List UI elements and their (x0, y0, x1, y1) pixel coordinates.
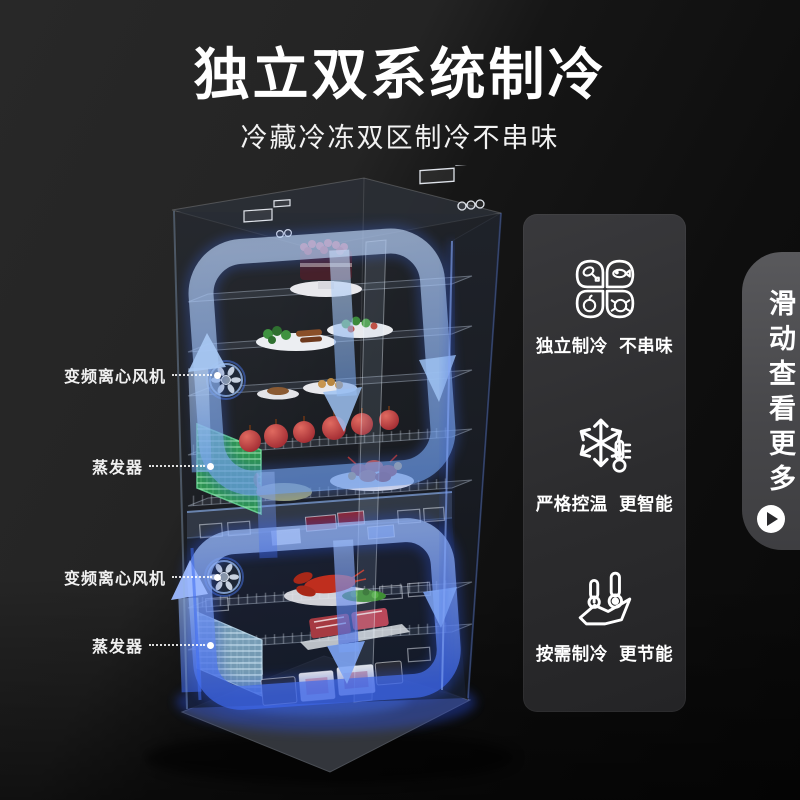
down-arrow-center-freezer (327, 641, 365, 684)
callout-label: 蒸发器 (92, 639, 144, 656)
callout-dot (214, 371, 222, 379)
feature-on-demand: 按需制冷 更节能 (523, 566, 686, 665)
feature-strict-temp: 严格控温 更智能 (523, 416, 686, 515)
slide-more-label: 滑动查看更多 (765, 289, 795, 499)
up-arrow-fridge (188, 333, 226, 372)
callout-evaporator-freezer: 蒸发器 (92, 634, 215, 656)
play-triangle (767, 512, 778, 526)
feature-label: 独立制冷 不串味 (535, 336, 674, 356)
page-subtitle: 冷藏冷冻双区制冷不串味 (240, 123, 560, 153)
cabinet-edges (173, 210, 502, 710)
callout-fan-fridge: 变频离心风机 (64, 364, 222, 386)
feature-label: 严格控温 更智能 (535, 494, 674, 514)
callout-dot (214, 573, 222, 581)
callout-label: 变频离心风机 (64, 369, 167, 386)
callout-dot (207, 462, 215, 470)
callout-leader-line (172, 576, 213, 578)
compressor-unit-right (419, 165, 485, 211)
play-circle-icon[interactable] (757, 505, 785, 533)
slide-more-tab[interactable]: 滑动查看更多 (742, 252, 800, 550)
snowflake-thermometer-icon (579, 418, 631, 473)
callout-fan-freezer: 变频离心风机 (64, 566, 222, 588)
callout-leader-line (172, 374, 213, 376)
callout-leader-line (149, 465, 206, 467)
callout-label: 蒸发器 (92, 460, 144, 477)
down-arrow-right-freezer (423, 587, 457, 628)
fridge-cutaway-illustration (145, 165, 515, 784)
callout-label: 变频离心风机 (64, 571, 167, 588)
fresh-foods-clover-icon (575, 259, 634, 319)
airflow-fridge-loop (184, 224, 460, 500)
callout-evaporator-fridge: 蒸发器 (92, 455, 215, 477)
up-arrow-freezer (171, 560, 208, 600)
feature-panel: 独立制冷 不串味 严格控温 更智能 按需制冷 更节能 (523, 214, 686, 712)
page-title: 独立双系统制冷 (193, 43, 607, 106)
on-demand-cooling-icon (578, 571, 631, 626)
feature-label: 按需制冷 更节能 (535, 644, 674, 664)
callout-dot (207, 641, 215, 649)
down-arrow-center-fridge (323, 387, 362, 432)
callout-leader-line (149, 644, 206, 646)
feature-independent-cooling: 独立制冷 不串味 (523, 258, 686, 357)
